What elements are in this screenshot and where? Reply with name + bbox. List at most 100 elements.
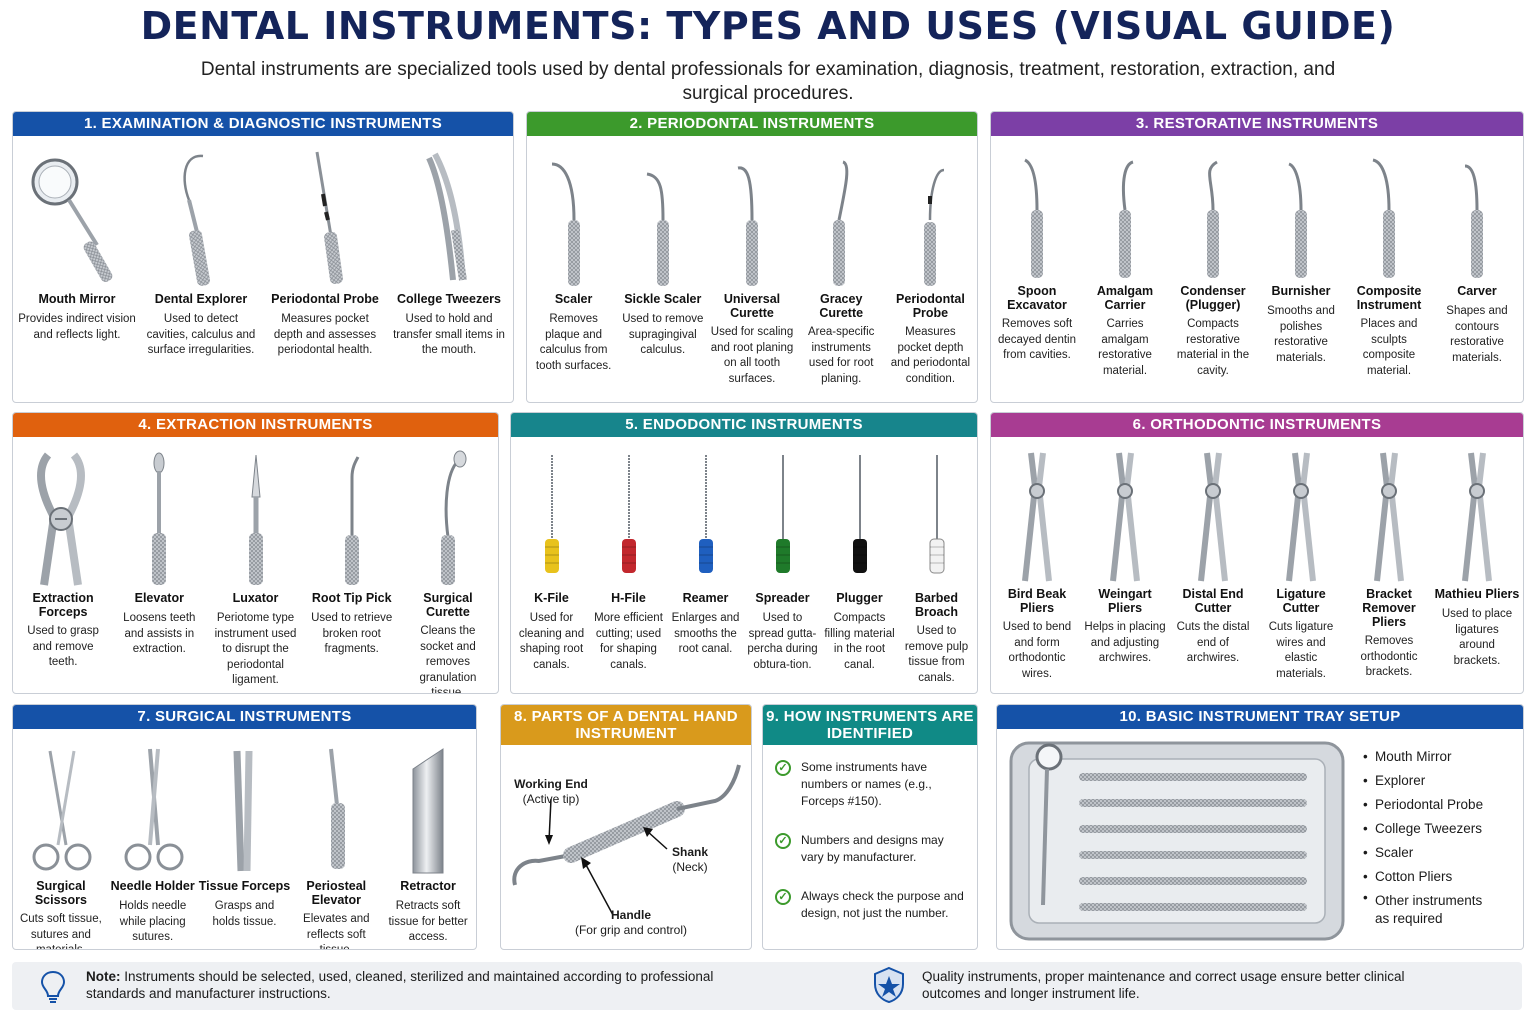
- item-periodontal-probe: Periodontal Probe Measures pocket depth …: [263, 140, 387, 359]
- tray-list-item: College Tweezers: [1363, 817, 1493, 841]
- item-needle-holder: Needle Holder Holds needle while placing…: [107, 745, 199, 949]
- identified-point-text: Some instruments have numbers or names (…: [801, 760, 932, 808]
- surgical-scissors-icon: [15, 745, 107, 875]
- identified-points: ✓ Some instruments have numbers or names …: [763, 745, 977, 922]
- endo-item-desc: Used to spread gutta-percha during obtur…: [747, 612, 818, 671]
- gracey-curette-icon: [797, 140, 886, 288]
- item-composite-instrument: Composite Instrument Places and sculpts …: [1345, 140, 1433, 379]
- ortho-item-desc: Removes orthodontic brackets.: [1360, 635, 1418, 678]
- elevator-icon: [111, 447, 207, 587]
- retractor-icon: [382, 745, 474, 875]
- item-college-tweezers: College Tweezers Used to hold and transf…: [387, 140, 511, 359]
- item-amalgam-carrier: Amalgam Carrier Carries amalgam restorat…: [1081, 140, 1169, 379]
- identified-point: ✓ Always check the purpose and design, no…: [775, 888, 965, 922]
- page-title: DENTAL INSTRUMENTS: TYPES AND USES (VISU…: [140, 4, 1396, 48]
- identified-point-text: Always check the purpose and design, not…: [801, 889, 964, 920]
- panel-header-extraction: 4. EXTRACTION INSTRUMENTS: [13, 413, 498, 437]
- periosteal-elevator-name: Periosteal Elevator: [306, 879, 367, 907]
- elevator-name: Elevator: [134, 591, 184, 605]
- spoon-excavator-desc: Removes soft decayed dentin from cavitie…: [997, 318, 1076, 361]
- item-root-tip-pick: Root Tip Pick Used to retrieve broken ro…: [304, 447, 400, 693]
- pliers-icon: [993, 447, 1081, 583]
- check-icon: ✓: [775, 760, 791, 776]
- college-tweezers-icon: [387, 140, 511, 288]
- condenser-name: Condenser (Plugger): [1180, 284, 1246, 312]
- item-sickle-scaler: Sickle Scaler Used to remove supragingiv…: [618, 140, 707, 387]
- shield-icon: [874, 966, 904, 1004]
- sickle-scaler-icon: [618, 140, 707, 288]
- composite-instrument-icon: [1345, 140, 1433, 280]
- carver-icon: [1433, 140, 1521, 280]
- condenser-icon: [1169, 140, 1257, 280]
- note-text: Note: Instruments should be selected, us…: [86, 968, 726, 1002]
- endo-item-desc: Enlarges and smooths the root canal.: [671, 612, 740, 655]
- pliers-icon: [1257, 447, 1345, 583]
- item-luxator: Luxator Periotome type instrument used t…: [207, 447, 303, 693]
- ortho-item-desc: Used to bend and form orthodontic wires.: [1002, 621, 1072, 680]
- spoon-excavator-icon: [993, 140, 1081, 280]
- endo-file-icon: [744, 447, 821, 587]
- panel-extraction: 4. EXTRACTION INSTRUMENTS Extraction For…: [12, 412, 499, 694]
- endo-file-icon: [590, 447, 667, 587]
- item-dental-explorer: Dental Explorer Used to detect cavities,…: [139, 140, 263, 359]
- root-tip-pick-desc: Used to retrieve broken root fragments.: [311, 612, 393, 655]
- tray-list-item: Scaler: [1363, 841, 1493, 865]
- luxator-icon: [207, 447, 303, 587]
- working-end-label: Working End (Active tip): [505, 777, 597, 807]
- extraction-forceps-desc: Used to grasp and remove teeth.: [27, 625, 99, 668]
- note-label: Note:: [86, 969, 121, 984]
- panel-header-identified: 9. HOW INSTRUMENTS ARE IDENTIFIED: [763, 705, 977, 745]
- perio-probe-name: Periodontal Probe: [896, 292, 965, 320]
- endo-item-name: H-File: [611, 591, 646, 605]
- universal-curette-desc: Used for scaling and root planing on all…: [710, 326, 794, 385]
- ortho-item-desc: Used to place ligatures around brackets.: [1441, 608, 1513, 667]
- perio-items: Scaler Removes plaque and calculus from …: [527, 136, 977, 387]
- luxator-desc: Periotome type instrument used to disrup…: [214, 612, 297, 686]
- panel-parts: 8. PARTS OF A DENTAL HAND INSTRUMENT Wor…: [500, 704, 752, 950]
- identified-point-text: Numbers and designs may vary by manufact…: [801, 833, 944, 864]
- item-surgical-curette: Surgical Curette Cleans the socket and r…: [400, 447, 496, 693]
- panel-header-orthodontic: 6. ORTHODONTIC INSTRUMENTS: [991, 413, 1523, 437]
- item-spoon-excavator: Spoon Excavator Removes soft decayed den…: [993, 140, 1081, 379]
- burnisher-name: Burnisher: [1271, 284, 1331, 298]
- endo-file-icon: [667, 447, 744, 587]
- item-scaler: Scaler Removes plaque and calculus from …: [529, 140, 618, 387]
- endo-file-icon: [821, 447, 898, 587]
- carver-desc: Shapes and contours restorative material…: [1446, 305, 1508, 364]
- identified-point: ✓ Some instruments have numbers or names …: [775, 759, 965, 810]
- luxator-name: Luxator: [232, 591, 279, 605]
- retractor-name: Retractor: [400, 879, 456, 893]
- check-icon: ✓: [775, 889, 791, 905]
- page-subtitle: Dental instruments are specialized tools…: [200, 59, 1336, 104]
- item-surgical-scissors: Surgical Scissors Cuts soft tissue, sutu…: [15, 745, 107, 949]
- item-burnisher: Burnisher Smooths and polishes restorati…: [1257, 140, 1345, 379]
- exam-items: Mouth Mirror Provides indirect vision an…: [13, 136, 513, 359]
- endo-item-name: Reamer: [682, 591, 729, 605]
- instrument-tray-image: [1009, 741, 1345, 941]
- pliers-icon: [1345, 447, 1433, 583]
- endo-item-name: Plugger: [836, 591, 883, 605]
- item-carver: Carver Shapes and contours restorative m…: [1433, 140, 1521, 379]
- scaler-name: Scaler: [554, 292, 593, 306]
- item-perio-probe: Periodontal Probe Measures pocket depth …: [886, 140, 975, 387]
- perio-probe-desc: Measures pocket depth and periodontal co…: [890, 326, 971, 385]
- scaler-icon: [529, 140, 618, 288]
- panel-header-tray: 10. BASIC INSTRUMENT TRAY SETUP: [997, 705, 1523, 729]
- pliers-icon: [1433, 447, 1521, 583]
- needle-holder-icon: [107, 745, 199, 875]
- panel-identified: 9. HOW INSTRUMENTS ARE IDENTIFIED ✓ Some …: [762, 704, 978, 950]
- endo-item-name: Spreader: [755, 591, 810, 605]
- elevator-desc: Loosens teeth and assists in extraction.: [123, 612, 196, 655]
- endo-item-desc: Used for cleaning and shaping root canal…: [518, 612, 585, 671]
- dental-explorer-name: Dental Explorer: [154, 292, 248, 306]
- tray-list-item: Mouth Mirror: [1363, 745, 1493, 769]
